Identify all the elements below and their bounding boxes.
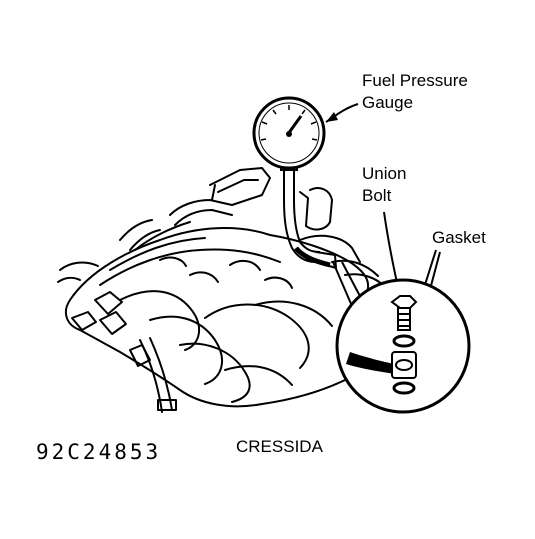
union-bolt-label: Union Bolt (362, 163, 406, 207)
union-bolt-part (390, 295, 418, 331)
model-name: CRESSIDA (236, 437, 323, 456)
pressure-gauge (252, 96, 326, 171)
gauge-label-line1: Fuel Pressure (362, 71, 468, 90)
fuel-line (294, 246, 331, 268)
figure-code: 92C24853 (36, 440, 162, 464)
union-label-line1: Union (362, 164, 407, 183)
fuel-pressure-gauge-label: Fuel Pressure Gauge (362, 70, 468, 114)
gauge-hose (283, 168, 338, 270)
gauge-label-line2: Gauge (362, 93, 414, 112)
engine-outline (57, 167, 389, 413)
union-fitting (346, 351, 417, 379)
union-label-line2: Bolt (362, 186, 392, 205)
gasket-label: Gasket (432, 228, 486, 247)
detail-circle (335, 278, 471, 414)
gasket-rings (392, 334, 416, 395)
